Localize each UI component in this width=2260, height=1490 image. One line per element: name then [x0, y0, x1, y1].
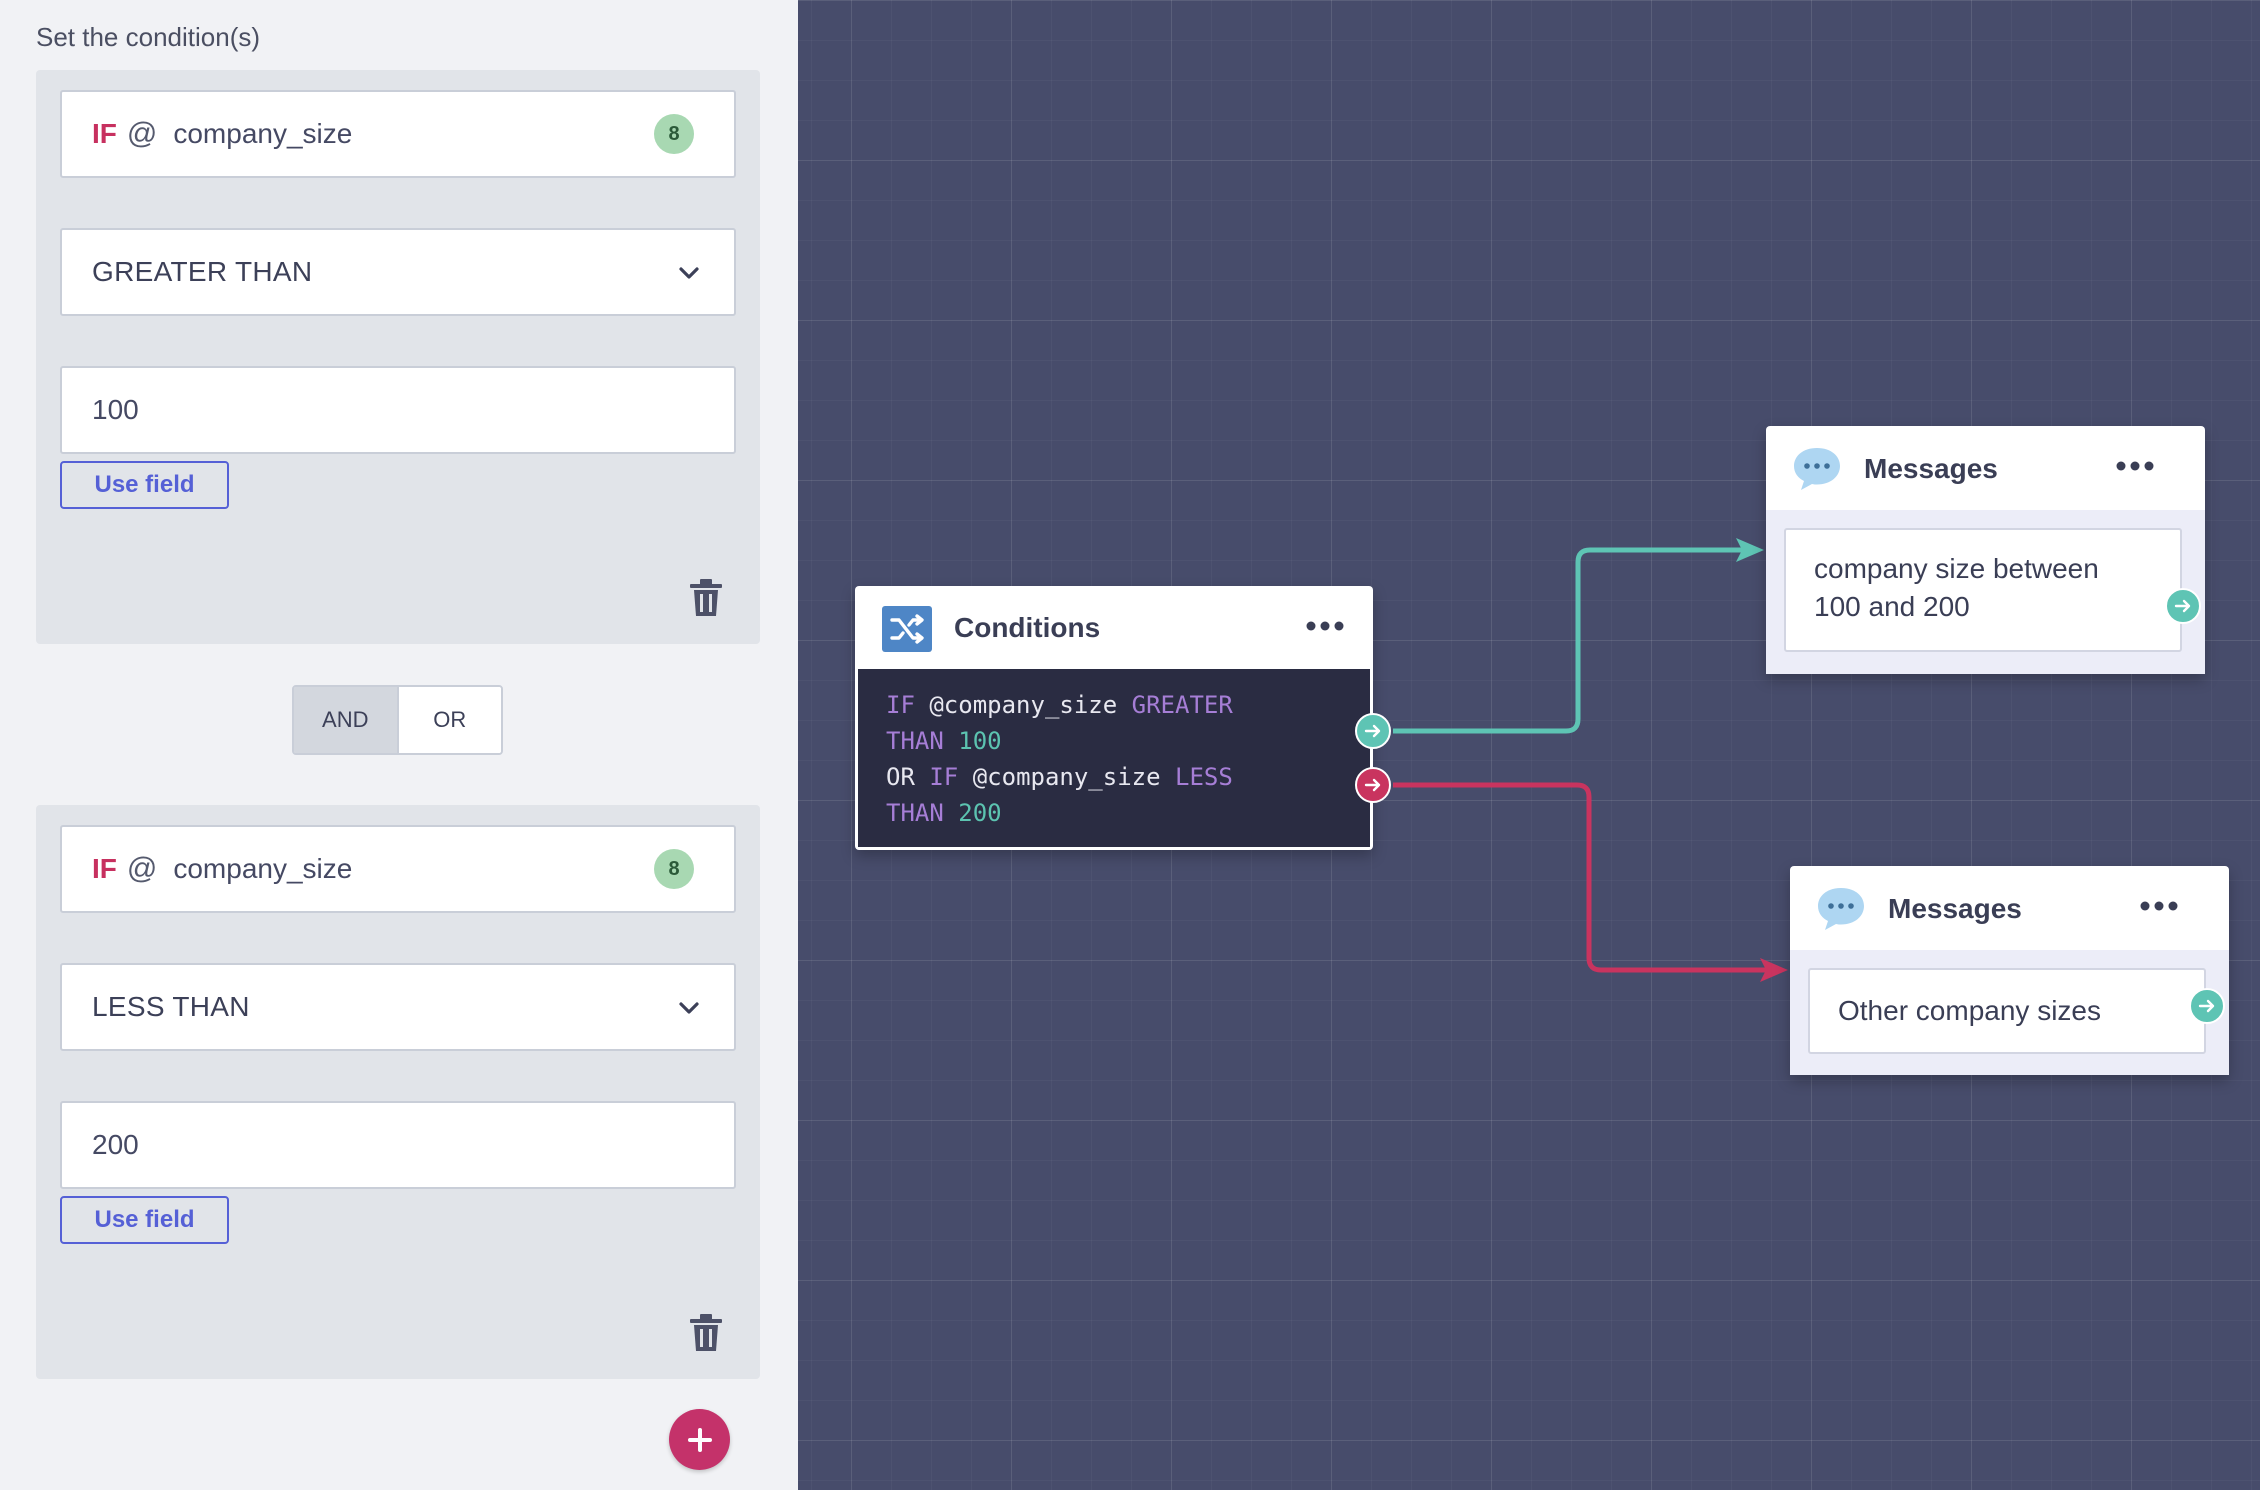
- arrow-right-icon: [1364, 778, 1381, 792]
- node-title: Messages: [1864, 453, 1998, 484]
- variable-field[interactable]: IF @ company_size 8: [60, 825, 736, 913]
- trash-icon[interactable]: [688, 1313, 724, 1353]
- output-port-true[interactable]: [1355, 713, 1391, 749]
- value-input[interactable]: 100: [60, 366, 736, 454]
- trash-icon[interactable]: [688, 578, 724, 618]
- message-text[interactable]: Other company sizes: [1808, 968, 2206, 1054]
- output-port[interactable]: [2189, 988, 2225, 1024]
- if-keyword: IF: [92, 853, 117, 884]
- value-input[interactable]: 200: [60, 1101, 736, 1189]
- conditions-node[interactable]: Conditions IF @company_size GREATER THAN…: [855, 586, 1391, 850]
- node-title: Conditions: [954, 612, 1101, 643]
- operator-select[interactable]: LESS THAN: [60, 963, 736, 1051]
- code-keyword: LESS: [1175, 763, 1233, 791]
- shuffle-icon: [882, 606, 932, 652]
- operator-value: GREATER THAN: [92, 256, 313, 287]
- output-port[interactable]: [2165, 588, 2201, 624]
- arrow-right-icon: [2198, 999, 2215, 1013]
- condition-card: IF @ company_size 8 LESS THAN 200 Use fi…: [36, 805, 760, 1379]
- code-keyword: THAN: [886, 727, 944, 755]
- edge-false-arrow: [1760, 958, 1788, 982]
- use-field-button[interactable]: Use field: [60, 1196, 229, 1244]
- code-keyword: IF: [886, 691, 915, 719]
- arrow-right-icon: [2174, 599, 2191, 613]
- code-keyword: GREATER: [1131, 691, 1233, 719]
- node-title: Messages: [1888, 893, 2022, 924]
- code-number: 100: [958, 727, 1002, 755]
- value-text: 200: [92, 1129, 139, 1160]
- output-port-false[interactable]: [1355, 767, 1391, 803]
- and-toggle-button[interactable]: AND: [294, 687, 399, 753]
- node-header: Messages: [1766, 426, 2205, 510]
- code-keyword: THAN: [886, 799, 944, 827]
- condition-editor-panel: Set the condition(s) IF @ company_size 8…: [0, 0, 798, 1490]
- connection-edges: [1393, 538, 1788, 982]
- add-condition-button[interactable]: [669, 1409, 730, 1470]
- messages-node[interactable]: Messages Other company sizes: [1790, 866, 2229, 1075]
- arrow-right-icon: [1364, 724, 1381, 738]
- more-horizontal-icon[interactable]: [2115, 454, 2155, 478]
- code-operator: OR: [886, 763, 930, 791]
- count-badge: 8: [654, 849, 694, 889]
- flow-canvas[interactable]: Conditions IF @company_size GREATER THAN…: [798, 0, 2260, 1490]
- or-toggle-button[interactable]: OR: [398, 687, 501, 753]
- operator-select[interactable]: GREATER THAN: [60, 228, 736, 316]
- count-badge: 8: [654, 114, 694, 154]
- code-variable: @company_size: [958, 763, 1176, 791]
- logic-toggle: AND OR: [292, 685, 503, 755]
- more-horizontal-icon[interactable]: [2139, 894, 2179, 918]
- at-icon: @: [126, 117, 158, 150]
- value-text: 100: [92, 394, 139, 425]
- condition-code: IF @company_size GREATER THAN 100 OR IF …: [858, 669, 1370, 847]
- code-keyword: IF: [929, 763, 959, 791]
- chevron-down-icon: [679, 267, 699, 279]
- node-body: company size between 100 and 200: [1766, 510, 2205, 674]
- edge-true-arrow: [1736, 538, 1764, 562]
- message-text[interactable]: company size between 100 and 200: [1784, 528, 2182, 652]
- edge-true: [1393, 547, 1750, 734]
- code-number: 200: [958, 799, 1002, 827]
- edge-false: [1393, 782, 1772, 973]
- panel-title: Set the condition(s): [36, 22, 261, 52]
- if-keyword: IF: [92, 118, 117, 149]
- node-header: Conditions: [855, 586, 1373, 668]
- messages-node[interactable]: Messages company size between 100 and 20…: [1766, 426, 2205, 674]
- operator-value: LESS THAN: [92, 991, 250, 1022]
- chat-bubble-icon: [1794, 448, 1840, 490]
- node-header: Messages: [1790, 866, 2229, 950]
- node-body: Other company sizes: [1790, 950, 2229, 1075]
- plus-icon: [687, 1427, 712, 1452]
- at-icon: @: [126, 852, 158, 885]
- variable-name: company_size: [173, 853, 353, 884]
- variable-name: company_size: [173, 118, 353, 149]
- chevron-down-icon: [679, 1002, 699, 1014]
- more-horizontal-icon[interactable]: [1305, 614, 1345, 638]
- code-variable: @company_size: [914, 691, 1132, 719]
- use-field-button[interactable]: Use field: [60, 461, 229, 509]
- variable-field[interactable]: IF @ company_size 8: [60, 90, 736, 178]
- condition-card: IF @ company_size 8 GREATER THAN 100 Use…: [36, 70, 760, 644]
- chat-bubble-icon: [1818, 888, 1864, 930]
